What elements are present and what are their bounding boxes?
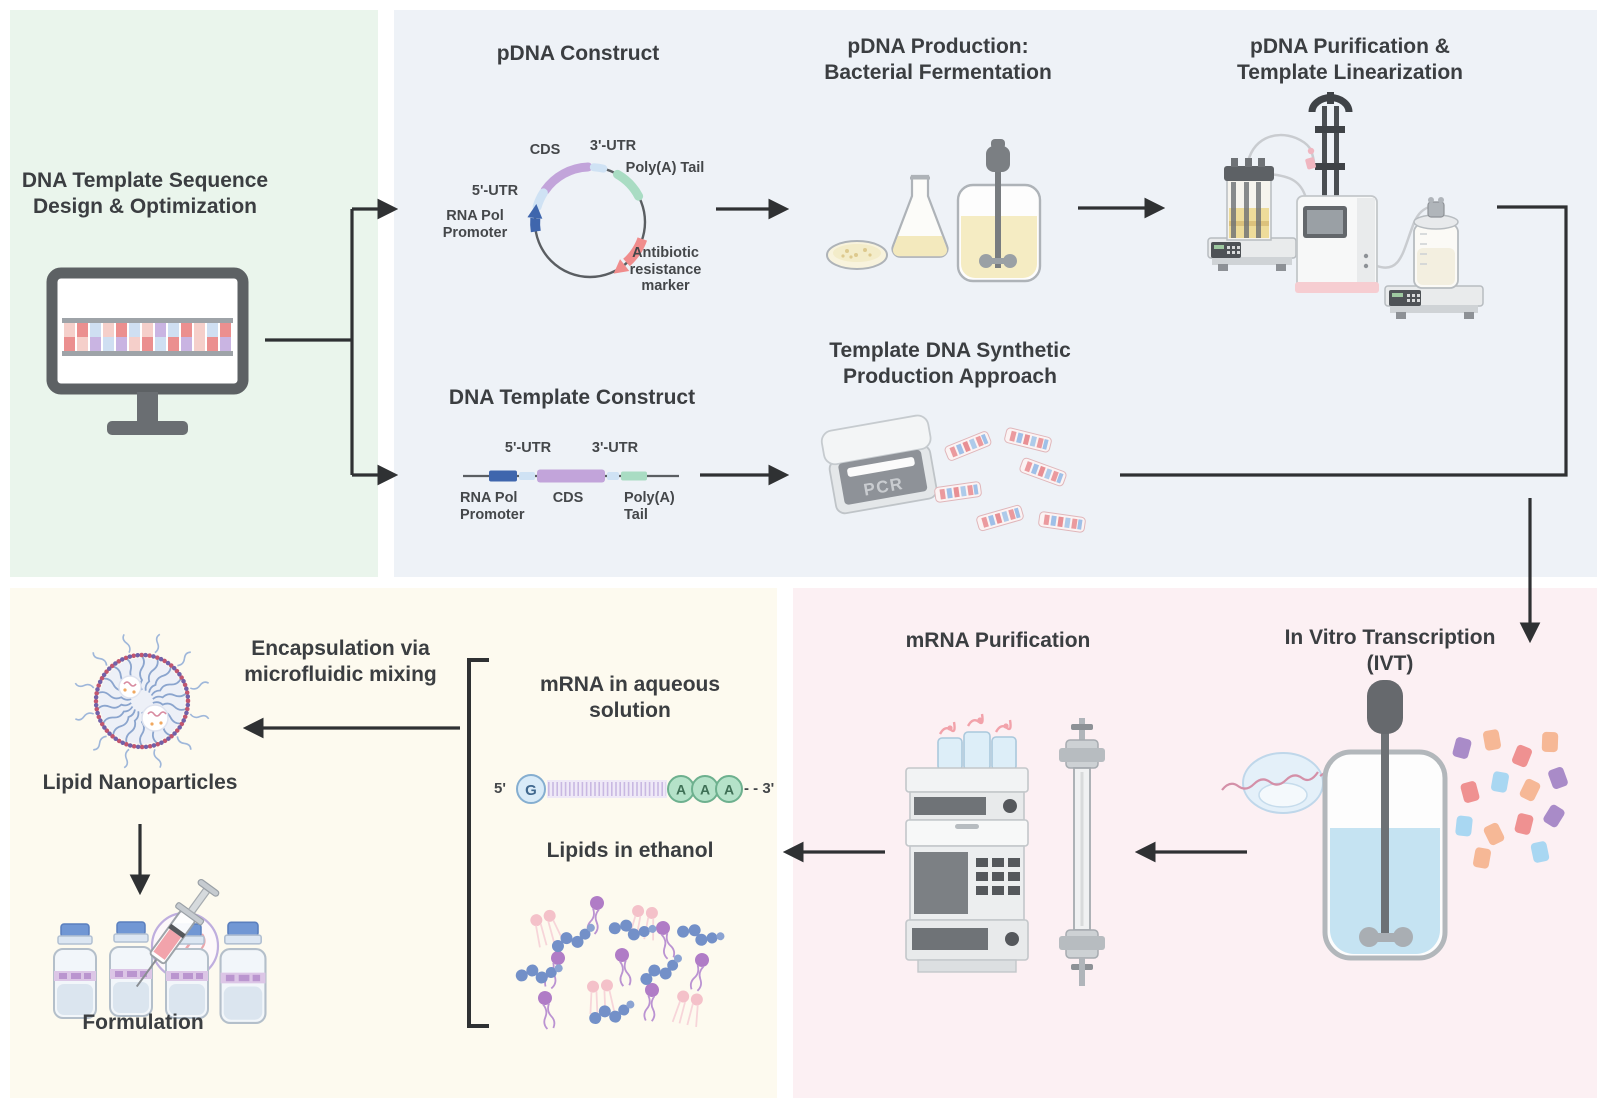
lnp-mrna-core: [118, 675, 169, 732]
dna-template-construct-title: DNA Template Construct: [448, 386, 696, 409]
mrna-aqueous-title: mRNA in aqueous solution: [539, 673, 721, 722]
ivt-art: [1221, 680, 1569, 961]
cap-g-letter: G: [525, 782, 537, 799]
rna-polymerase-enzyme: [1221, 752, 1339, 814]
formulation-label: Formulation: [82, 1011, 204, 1034]
plasmid-cds-label: CDS: [529, 142, 561, 158]
arrow-design-branch: [265, 198, 399, 486]
bracket-mixing-inputs: [467, 658, 489, 1028]
map-promoter-label: RNA Pol Promoter: [460, 490, 525, 523]
mrna-purification-title: mRNA Purification: [905, 629, 1091, 652]
map-3utr-segment: [607, 472, 619, 480]
polya-a1: A: [676, 782, 686, 798]
dna-sequence-strip: [64, 323, 231, 351]
map-cds-label: CDS: [552, 490, 584, 506]
plasmid-map: [527, 162, 648, 279]
design-title: DNA Template Sequence Design & Optimizat…: [21, 169, 269, 218]
map-cds-segment: [537, 469, 605, 483]
plasmid-resistance-arrow: [613, 237, 648, 274]
plasmid-5utr-arc: [532, 188, 548, 212]
connector-purification-elbow: [1120, 205, 1568, 477]
polya-a2: A: [700, 782, 710, 798]
bacterial-fermentation-art: [826, 139, 1042, 283]
vaccine-vial: [219, 921, 267, 1025]
chromatography-column: [1059, 718, 1105, 986]
plasmid-polya-arc: [613, 169, 644, 201]
plasmid-5utr-label: 5'-UTR: [471, 183, 519, 199]
hplc-stack: [905, 713, 1029, 973]
sequence-design-monitor: [46, 267, 249, 435]
mrna-strand: G A A A: [516, 774, 743, 804]
pcr-machine: PCR: [820, 414, 938, 515]
plasmid-cds-arc: [540, 162, 593, 195]
encapsulation-label: Encapsulation via microfluidic mixing: [244, 637, 437, 686]
lipids-scatter: [515, 893, 726, 1031]
strand-5prime-label: 5': [494, 780, 506, 797]
plasmid-polya-label: Poly(A) Tail: [625, 160, 705, 176]
cap-g-circle: [516, 774, 546, 804]
pdna-purification-title: pDNA Purification & Template Linearizati…: [1237, 35, 1463, 84]
collection-bottle-on-scale: [1384, 197, 1484, 319]
linear-dna-map: [463, 469, 679, 483]
map-promoter-segment: [489, 470, 517, 482]
syringe: [135, 878, 220, 988]
plasmid-promoter-label: RNA Pol Promoter: [442, 208, 508, 241]
fermenter-vessel: [956, 139, 1042, 283]
plasmid-promoter-arrow: [527, 204, 543, 233]
vaccine-vial: [53, 923, 97, 1019]
lipid-nanoparticle: [74, 633, 210, 769]
erlenmeyer-flask: [891, 174, 949, 258]
petri-dish: [826, 240, 888, 270]
map-polya-segment: [621, 471, 647, 481]
lipid-nanoparticles-label: Lipid Nanoparticles: [42, 771, 238, 794]
ivt-bioreactor: [1322, 680, 1448, 961]
plasmid-resistance-label: Antibiotic resistance marker: [629, 245, 702, 295]
pdna-production-title: pDNA Production: Bacterial Fermentation: [824, 35, 1052, 84]
map-3utr-label: 3'-UTR: [591, 440, 639, 456]
synthetic-production-title: Template DNA Synthetic Production Approa…: [829, 339, 1071, 388]
map-5utr-segment: [519, 472, 535, 480]
nucleotides: [1451, 728, 1569, 870]
pdna-construct-title: pDNA Construct: [496, 42, 660, 65]
formulation-art: [53, 878, 267, 1025]
flow-arrows: [129, 197, 1568, 1028]
lipids-ethanol-title: Lipids in ethanol: [546, 839, 714, 862]
dna-fragments: [933, 426, 1087, 534]
glass-column-on-scale: [1207, 158, 1297, 271]
vaccine-vial: [109, 921, 153, 1017]
purification-rig-art: [1207, 92, 1484, 319]
strand-3prime-label: - - 3': [744, 780, 775, 797]
ivt-title: In Vitro Transcription (IVT): [1284, 626, 1496, 675]
polya-a3: A: [724, 782, 734, 798]
map-polya-label: Poly(A) Tail: [624, 490, 675, 523]
pump-unit: [1295, 92, 1379, 293]
map-5utr-label: 5'-UTR: [504, 440, 552, 456]
plasmid-3utr-arc: [589, 163, 608, 173]
plasmid-3utr-label: 3'-UTR: [589, 138, 637, 154]
